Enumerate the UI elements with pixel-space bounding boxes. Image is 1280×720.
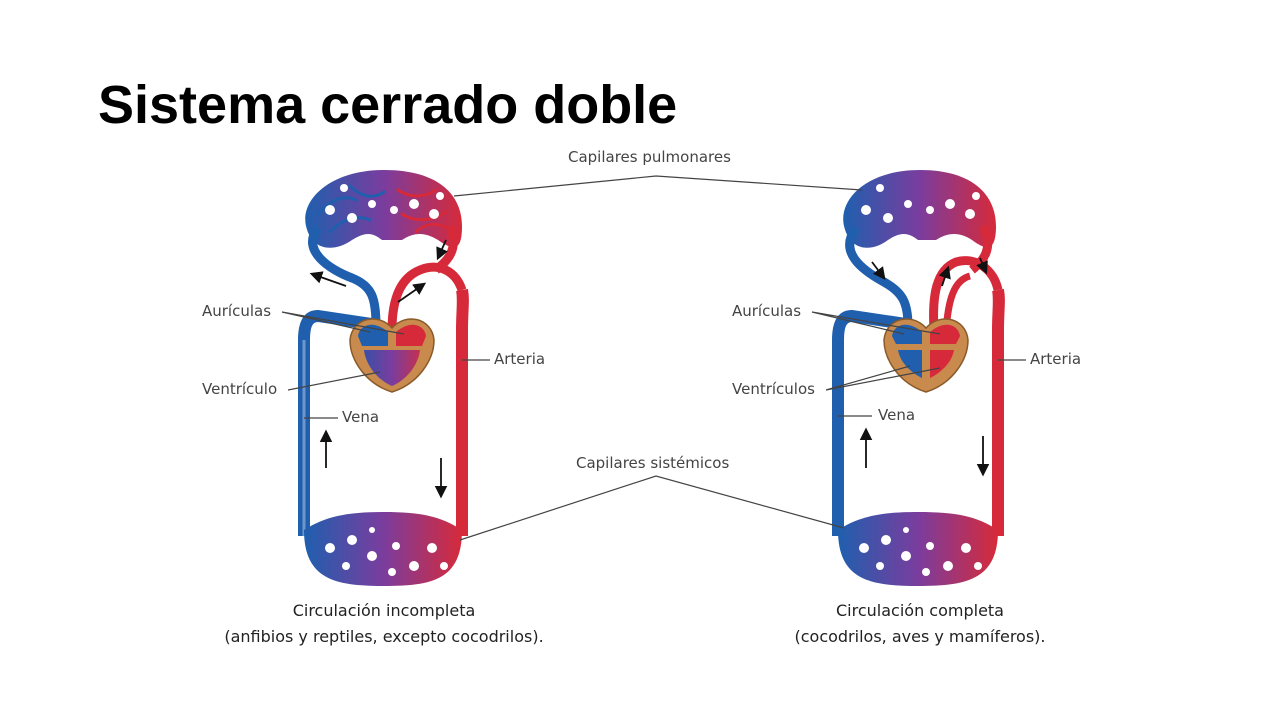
- left-circulation-diagram: Aurículas Ventrículo Arteria Vena Circul…: [202, 170, 545, 646]
- flow-arrow: [938, 265, 951, 287]
- left-caption-title: Circulación incompleta: [293, 601, 476, 620]
- right-artery-label: Arteria: [1030, 350, 1081, 368]
- left-atria-label: Aurículas: [202, 302, 271, 320]
- right-circulation-diagram: Aurículas Ventrículos Arteria Vena Circu…: [732, 170, 1081, 646]
- flow-arrow: [309, 271, 347, 287]
- flow-arrow: [976, 257, 988, 275]
- left-ventricle-label: Ventrículo: [202, 380, 277, 398]
- left-pulmonary-capillaries: [305, 170, 462, 248]
- right-caption-title: Circulación completa: [836, 601, 1004, 620]
- pulmonary-capillaries-label: Capilares pulmonares: [568, 148, 731, 166]
- systemic-capillaries-label: Capilares sistémicos: [576, 454, 729, 472]
- right-ventricles-label: Ventrículos: [732, 380, 815, 398]
- flow-arrow: [397, 282, 427, 303]
- flow-arrow: [871, 261, 886, 281]
- right-vein-label: Vena: [878, 406, 915, 424]
- right-caption-subtitle: (cocodrilos, aves y mamíferos).: [794, 627, 1045, 646]
- slide-title: Sistema cerrado doble: [98, 75, 678, 135]
- left-vein-label: Vena: [342, 408, 379, 426]
- flow-arrow: [436, 239, 448, 261]
- left-systemic-capillaries: [304, 512, 462, 586]
- left-artery-label: Arteria: [494, 350, 545, 368]
- right-pulmonary-capillaries: [843, 170, 996, 248]
- right-atria-label: Aurículas: [732, 302, 801, 320]
- right-systemic-capillaries: [838, 512, 998, 586]
- right-heart: [883, 318, 969, 393]
- shared-capillary-callouts: Capilares pulmonares Capilares sistémico…: [453, 148, 863, 541]
- left-caption-subtitle: (anfibios y reptiles, excepto cocodrilos…: [224, 627, 543, 646]
